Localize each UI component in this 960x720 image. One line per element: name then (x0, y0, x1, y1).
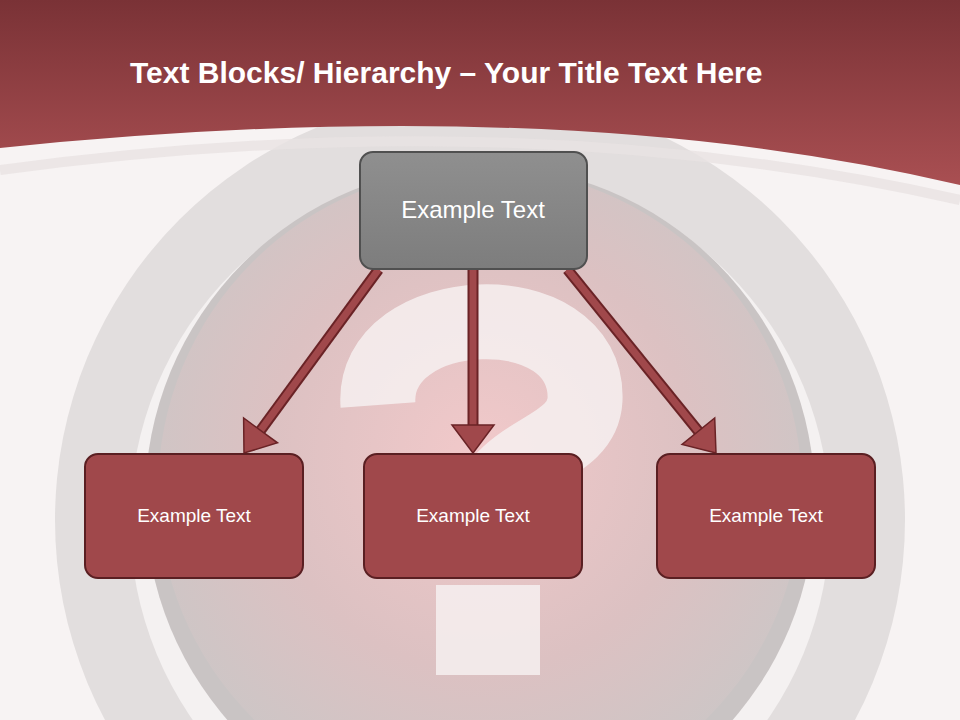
child-box: Example Text (84, 453, 304, 579)
arrow-outline (568, 270, 699, 432)
arrow-shaft (568, 270, 699, 432)
child-box: Example Text (656, 453, 876, 579)
arrow-head (244, 418, 278, 453)
hierarchy-arrow (452, 270, 494, 454)
arrow-shaft (470, 270, 477, 426)
question-dot (436, 585, 540, 675)
slide-title: Text Blocks/ Hierarchy – Your Title Text… (130, 56, 762, 90)
box-label: Example Text (137, 505, 251, 527)
parent-box: Example Text (359, 151, 588, 270)
box-label: Example Text (416, 505, 530, 527)
hierarchy-arrow (568, 270, 717, 454)
arrow-head (452, 425, 494, 453)
outer-ring (55, 95, 905, 720)
box-label: Example Text (709, 505, 823, 527)
child-box: Example Text (363, 453, 583, 579)
box-label: Example Text (401, 196, 545, 224)
hierarchy-arrow (244, 270, 379, 454)
arrow-outline (468, 270, 479, 426)
arrow-shaft (261, 270, 379, 431)
arrow-outline (261, 270, 379, 431)
arrow-head (682, 418, 716, 453)
